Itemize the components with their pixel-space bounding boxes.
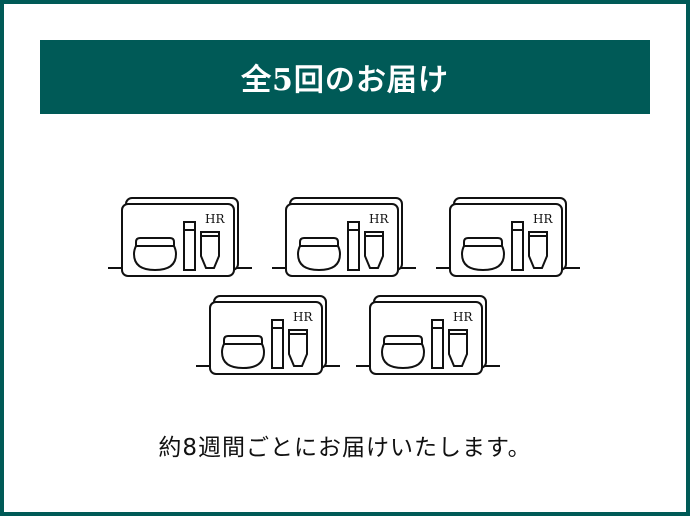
gift-box-icon [195,295,341,375]
delivery-schedule-text: 約8週間ごとにお届けいたします。 [158,435,532,461]
gift-box-icon [435,197,581,277]
gift-box-icon [107,197,253,277]
banner-title: 全5回のお届け [241,63,449,98]
gift-box-icon [271,197,417,277]
gift-box-icon [355,295,501,375]
header-banner: 全5回のお届け [40,40,650,114]
